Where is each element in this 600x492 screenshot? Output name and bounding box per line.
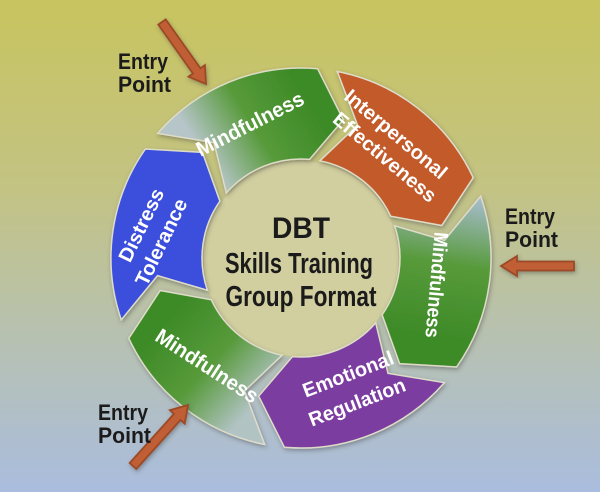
center-subtitle-1: Skills Training bbox=[225, 248, 373, 280]
entry-point-bottom-left-line1: Entry bbox=[98, 400, 149, 425]
entry-arrow-bottom-left-icon bbox=[128, 403, 190, 471]
entry-point-bottom-left-line2: Point bbox=[98, 423, 152, 448]
segment-distress-tolerance bbox=[110, 148, 221, 322]
segment-mindfulness-right bbox=[381, 194, 492, 368]
segment-mindfulness-top-left bbox=[156, 67, 345, 195]
center-subtitle-2: Group Format bbox=[226, 281, 377, 313]
entry-arrow-right-icon bbox=[499, 254, 575, 278]
entry-point-top-left-line2: Point bbox=[118, 72, 172, 97]
entry-point-right-line1: Entry bbox=[505, 204, 556, 229]
segment-mindfulness-bottom-left bbox=[127, 289, 284, 446]
segment-emotional-regulation bbox=[257, 321, 446, 449]
entry-point-right-line2: Point bbox=[505, 227, 559, 252]
entry-point-top-left-line1: Entry bbox=[118, 49, 169, 74]
entry-arrow-top-left-icon bbox=[157, 18, 207, 86]
center-title: DBT bbox=[272, 212, 330, 245]
segment-interpersonal-effectiveness bbox=[318, 70, 475, 227]
